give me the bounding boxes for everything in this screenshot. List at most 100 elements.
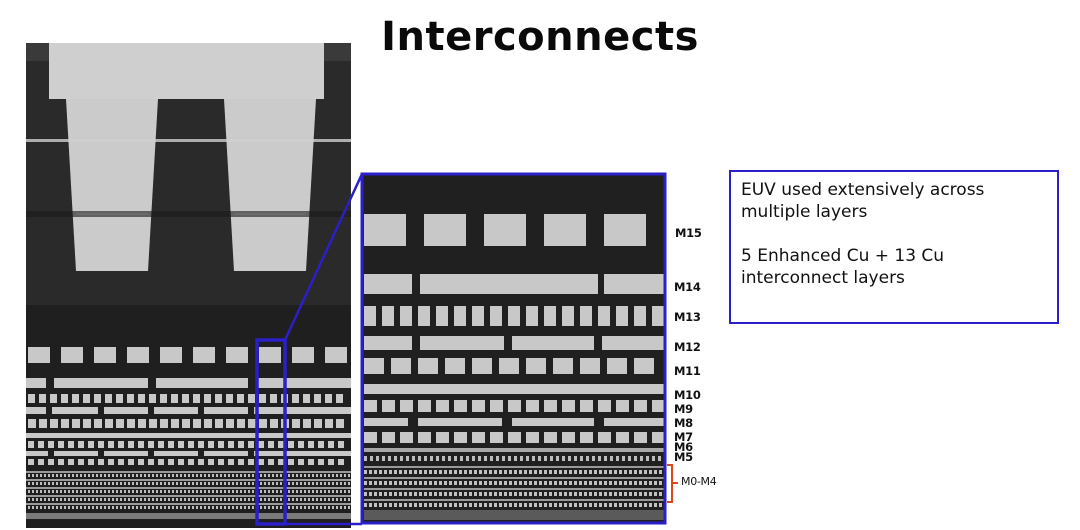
inset-metal-lower-via — [499, 492, 502, 496]
metal-m15-line — [94, 347, 116, 363]
inset-metal-lower-via — [584, 503, 587, 507]
metal-lower-via — [204, 474, 206, 477]
metal-m9-line — [198, 441, 204, 448]
metal-m7-line — [318, 459, 324, 465]
metal-lower-via — [68, 498, 70, 501]
inset-metal-lower-via — [544, 481, 547, 485]
inset-metal-m9-line — [652, 400, 665, 412]
metal-lower-line — [26, 479, 351, 481]
metal-m11-line — [314, 419, 322, 428]
metal-m13-line — [336, 394, 343, 403]
inset-metal-lower-via — [494, 503, 497, 507]
metal-m7-line — [28, 459, 34, 465]
inset-metal-m5-line — [658, 456, 661, 461]
inset-metal-m5-line — [550, 456, 553, 461]
inset-metal-m13-line — [508, 306, 520, 326]
metal-m13-line — [61, 394, 68, 403]
inset-metal-lower-via — [594, 481, 597, 485]
inset-metal-lower-via — [504, 503, 507, 507]
inset-metal-lower-via — [424, 481, 427, 485]
metal-m11-line — [215, 419, 223, 428]
inset-metal-lower-via — [389, 492, 392, 496]
metal-m7-line — [258, 459, 264, 465]
metal-lower-via — [132, 490, 134, 493]
callout-point-euv: EUV used extensively across multiple lay… — [741, 180, 985, 222]
info-callout-box: EUV used extensively across multiple lay… — [729, 170, 1059, 324]
inset-metal-m7-line — [634, 432, 647, 443]
inset-metal-m5-line — [460, 456, 463, 461]
metal-lower-via — [216, 474, 218, 477]
metal-lower-via — [112, 498, 114, 501]
inset-metal-m5-line — [508, 456, 511, 461]
metal-lower-via — [100, 506, 102, 509]
metal-m9-line — [338, 441, 344, 448]
inset-metal-m9-line — [616, 400, 629, 412]
inset-metal-lower-via — [459, 503, 462, 507]
inset-metal-lower-via — [659, 470, 662, 474]
inset-metal-lower-via — [494, 481, 497, 485]
metal-m9-line — [48, 441, 54, 448]
metal-lower-via — [52, 474, 54, 477]
metal-m13-line — [138, 394, 145, 403]
inset-metal-lower-via — [574, 503, 577, 507]
metal-lower-via — [320, 498, 322, 501]
metal-lower-via — [96, 482, 98, 485]
metal-lower-via — [56, 506, 58, 509]
metal-lower-via — [228, 482, 230, 485]
inset-metal-m9-line — [580, 400, 593, 412]
inset-metal-lower-via — [604, 492, 607, 496]
metal-lower-via — [220, 498, 222, 501]
metal-lower-via — [128, 490, 130, 493]
inset-metal-m5-line — [448, 456, 451, 461]
metal-lower-via — [208, 474, 210, 477]
metal-lower-via — [264, 482, 266, 485]
inset-metal-m5-line — [490, 456, 493, 461]
metal-lower-via — [252, 506, 254, 509]
metal-lower-via — [204, 490, 206, 493]
inset-metal-lower-via — [599, 503, 602, 507]
inset-metal-lower-via — [439, 470, 442, 474]
metal-lower-via — [212, 498, 214, 501]
metal-m13-line — [193, 394, 200, 403]
metal-m11-line — [127, 419, 135, 428]
inset-metal-m5-line — [502, 456, 505, 461]
inset-metal-lower-via — [469, 503, 472, 507]
metal-m9-line — [208, 441, 214, 448]
metal-lower-via — [116, 506, 118, 509]
metal-lower-via — [256, 474, 258, 477]
inset-metal-lower-via — [649, 481, 652, 485]
metal-m11-line — [193, 419, 201, 428]
metal-m9-line — [98, 441, 104, 448]
metal-lower-via — [264, 506, 266, 509]
metal-lower-via — [272, 506, 274, 509]
inset-metal-lower-via — [614, 503, 617, 507]
metal-m11-line — [171, 419, 179, 428]
metal-lower-via — [292, 506, 294, 509]
metal-lower-via — [324, 490, 326, 493]
metal-m9-line — [188, 441, 194, 448]
inset-metal-m15-line — [364, 214, 406, 246]
inset-metal-lower-via — [509, 481, 512, 485]
metal-lower-via — [244, 482, 246, 485]
metal-m7-line — [278, 459, 284, 465]
metal-lower-via — [212, 482, 214, 485]
inset-metal-lower-via — [394, 492, 397, 496]
metal-lower-via — [240, 482, 242, 485]
metal-m10-line — [26, 433, 351, 438]
inset-metal-m5-line — [364, 456, 367, 461]
metal-lower-via — [224, 506, 226, 509]
inset-metal-lower-via — [534, 492, 537, 496]
metal-lower-via — [156, 498, 158, 501]
inset-metal-lower-via — [449, 503, 452, 507]
inset-metal-m13-line — [526, 306, 538, 326]
inset-metal-lower-via — [584, 492, 587, 496]
metal-m14-line — [256, 378, 351, 388]
metal-lower-via — [300, 482, 302, 485]
metal-lower-via — [88, 506, 90, 509]
metal-m7-line — [78, 459, 84, 465]
metal-lower-via — [76, 498, 78, 501]
metal-lower-via — [60, 482, 62, 485]
metal-m9-line — [28, 441, 34, 448]
metal-m7-line — [148, 459, 154, 465]
inset-metal-m12-line — [364, 336, 412, 350]
